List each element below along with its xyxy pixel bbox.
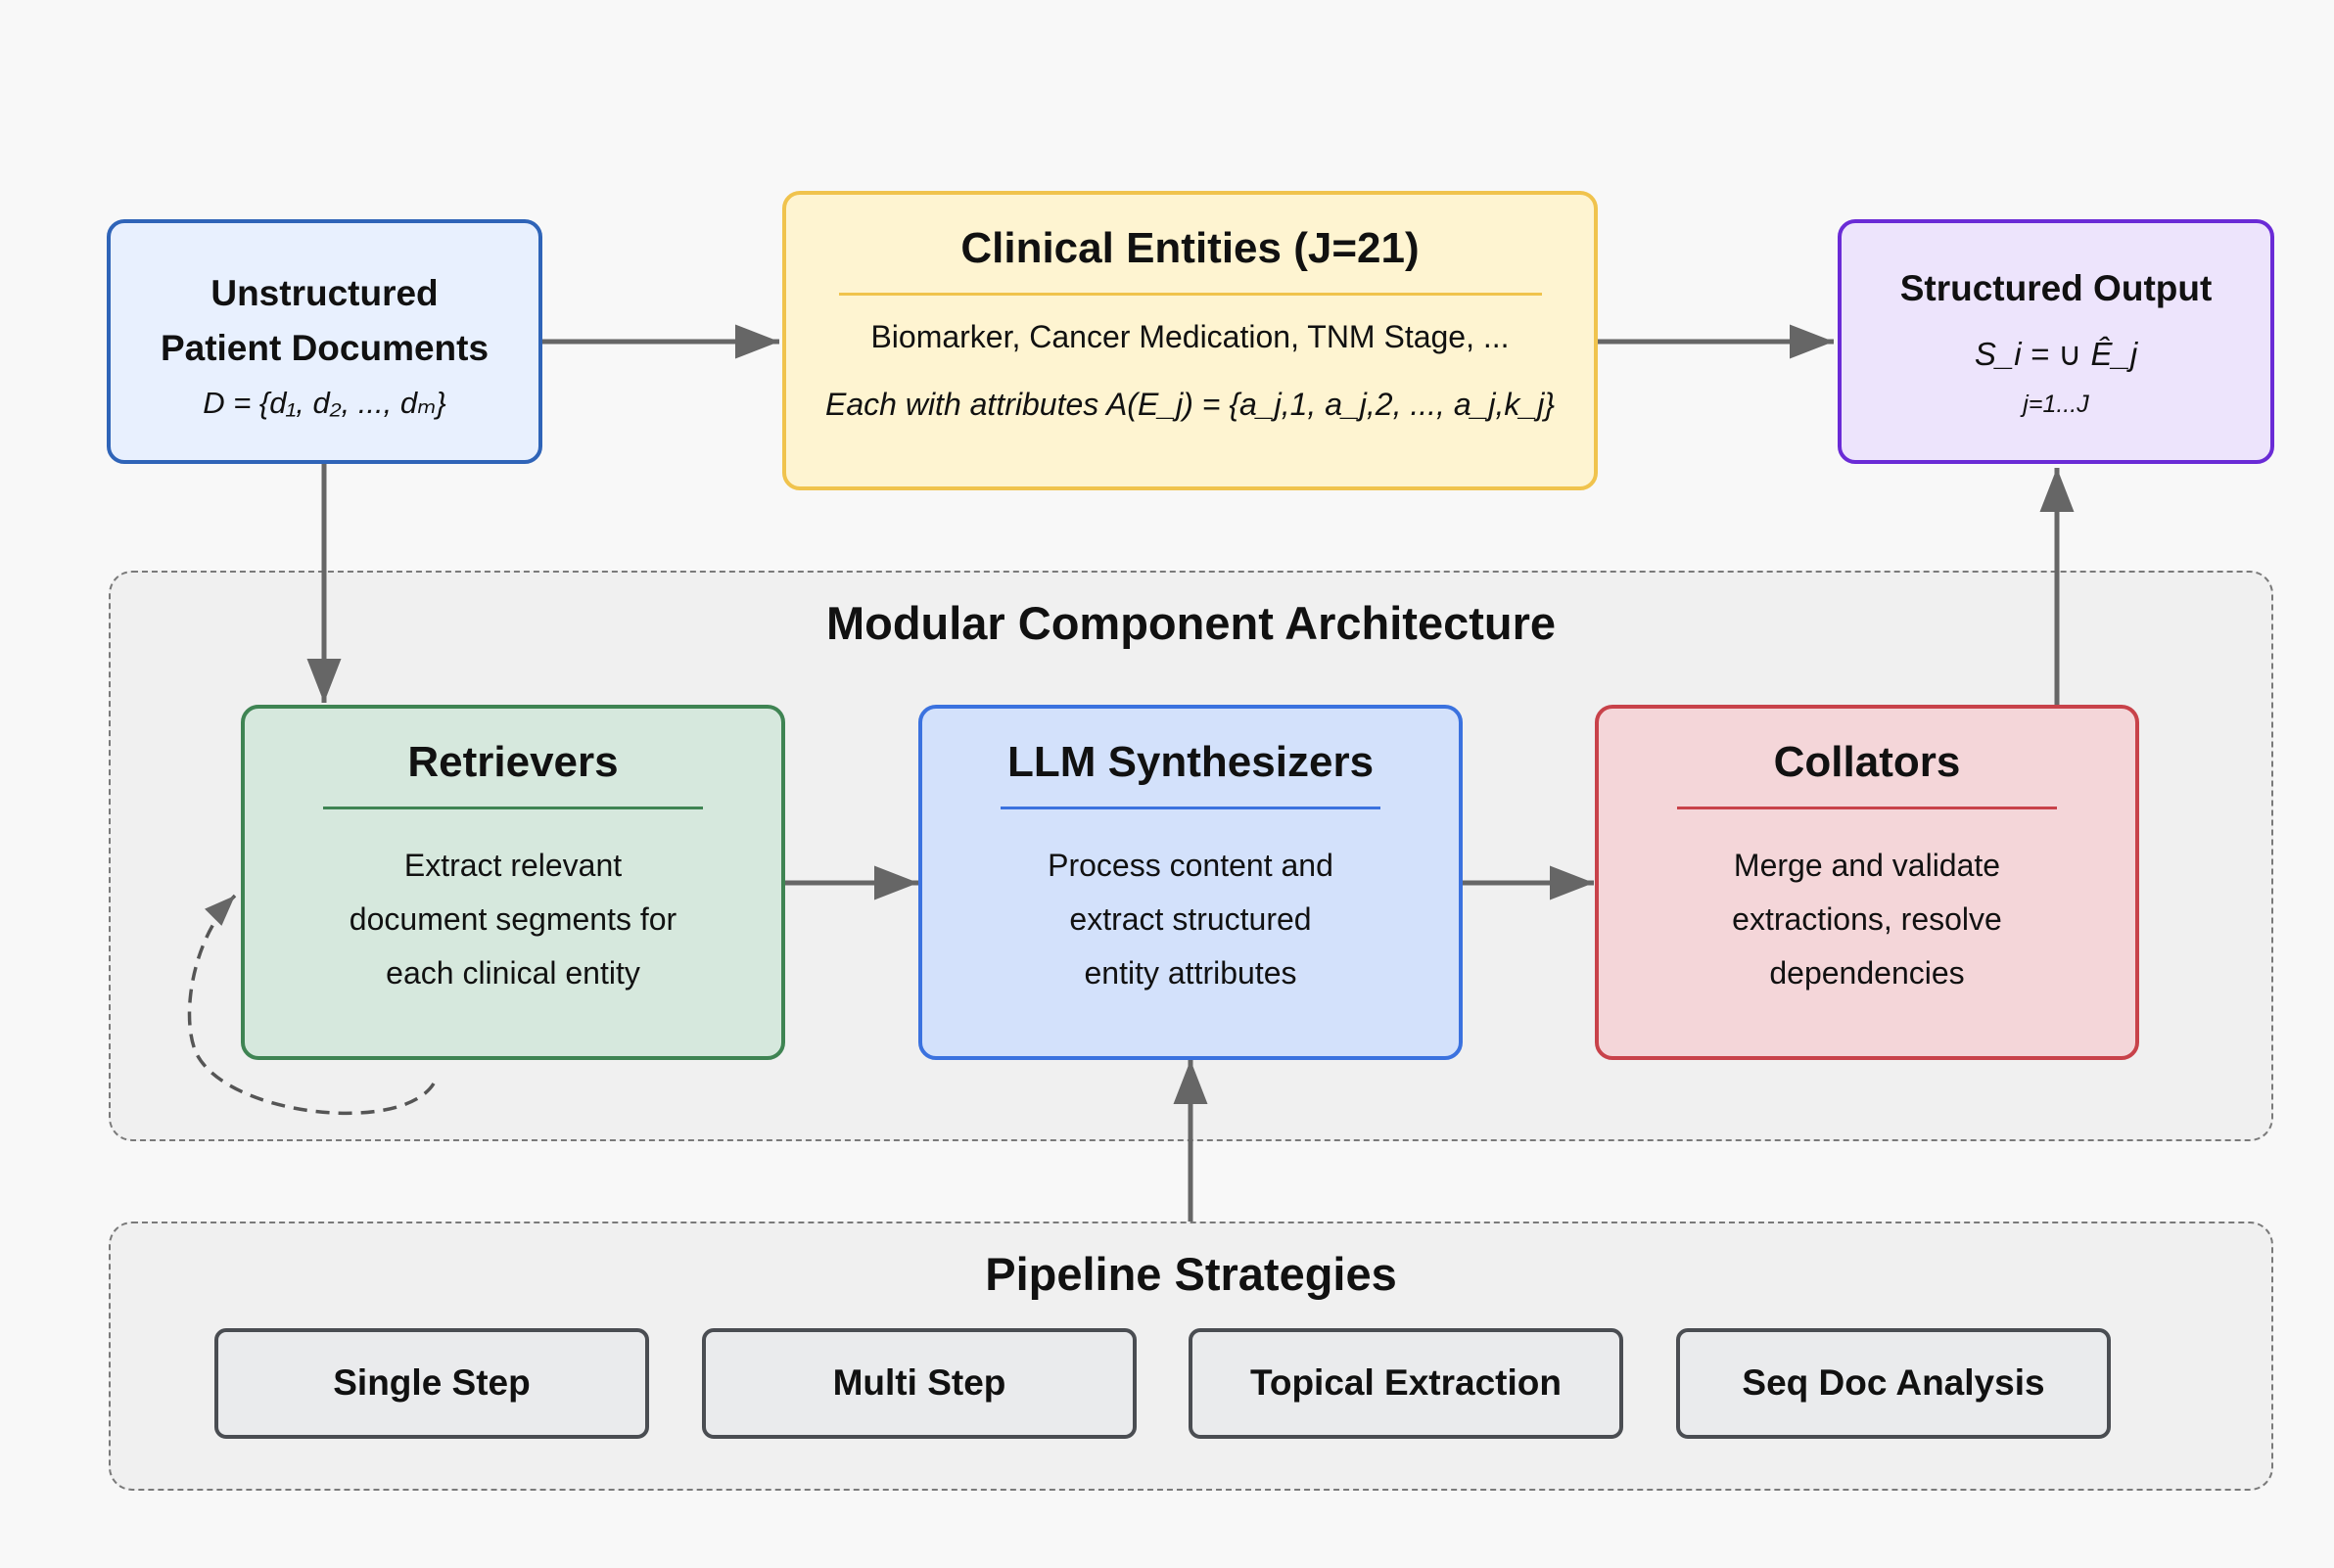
entities-divider — [838, 293, 1542, 296]
structured-output-box: Structured Output S_i = ∪ Ê_j j=1...J — [1838, 219, 2274, 464]
entities-list: Biomarker, Cancer Medication, TNM Stage,… — [870, 318, 1510, 354]
input-formula: D = {d₁, d₂, ..., dₘ} — [203, 386, 446, 420]
synth-line-3: entity attributes — [1084, 954, 1297, 991]
collators-box: Collators Merge and validate extractions… — [1595, 705, 2139, 1060]
clinical-entities-box: Clinical Entities (J=21) Biomarker, Canc… — [782, 191, 1598, 490]
retrievers-box: Retrievers Extract relevant document seg… — [241, 705, 785, 1060]
retrievers-line-1: Extract relevant — [403, 847, 623, 883]
input-title-line1: Unstructured — [210, 273, 439, 313]
output-formula: S_i = ∪ Ê_j — [1974, 336, 2138, 372]
llm-synthesizers-box: LLM Synthesizers Process content and ext… — [918, 705, 1463, 1060]
retrievers-description: Extract relevant document segments for e… — [245, 839, 781, 1000]
strategy-topical-extraction: Topical Extraction — [1189, 1328, 1623, 1439]
retrievers-line-3: each clinical entity — [386, 954, 640, 991]
retrievers-title: Retrievers — [407, 738, 619, 786]
collators-divider — [1677, 807, 2057, 809]
strategy-seq-doc-analysis: Seq Doc Analysis — [1676, 1328, 2111, 1439]
retrievers-line-2: document segments for — [349, 900, 677, 937]
synth-description: Process content and extract structured e… — [922, 839, 1459, 1000]
collators-title: Collators — [1773, 738, 1961, 786]
collators-line-1: Merge and validate — [1733, 847, 2001, 883]
collators-description: Merge and validate extractions, resolve … — [1599, 839, 2135, 1000]
strategy-single-step: Single Step — [214, 1328, 649, 1439]
collators-line-2: extractions, resolve — [1732, 900, 2002, 937]
synth-line-1: Process content and — [1048, 847, 1333, 883]
output-title: Structured Output — [1899, 268, 2213, 308]
strategy-multi-step: Multi Step — [702, 1328, 1137, 1439]
retrievers-divider — [323, 807, 703, 809]
collators-line-3: dependencies — [1769, 954, 1965, 991]
input-documents-box: Unstructured Patient Documents D = {d₁, … — [107, 219, 542, 464]
entities-title: Clinical Entities (J=21) — [960, 224, 1420, 272]
synth-line-2: extract structured — [1069, 900, 1312, 937]
synth-divider — [1001, 807, 1380, 809]
synth-title: LLM Synthesizers — [1006, 738, 1375, 786]
strategies-title: Pipeline Strategies — [985, 1248, 1397, 1300]
output-range: j=1...J — [2023, 391, 2089, 418]
input-title-line2: Patient Documents — [160, 328, 490, 368]
architecture-title: Modular Component Architecture — [825, 597, 1557, 649]
entities-attributes: Each with attributes A(E_j) = {a_j,1, a_… — [825, 386, 1555, 422]
